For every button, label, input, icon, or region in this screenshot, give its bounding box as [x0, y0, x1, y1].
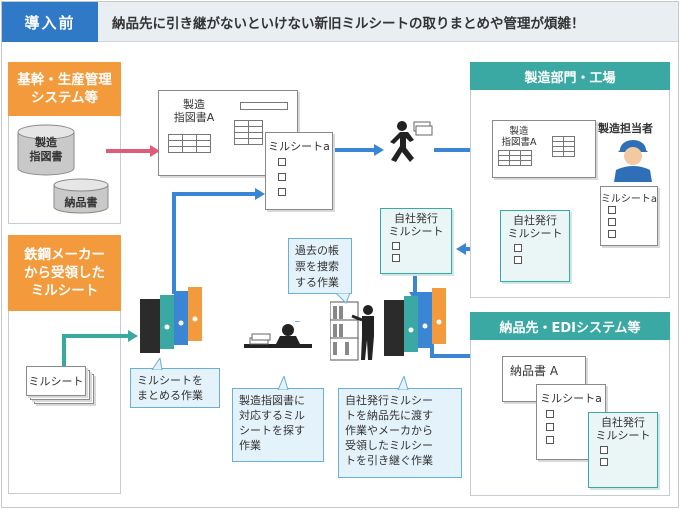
svg-text:~: ~ [294, 318, 301, 326]
factory-mill-sheet-a-label: ミルシートa [600, 194, 658, 205]
db-invoice-label: 納品書 [64, 196, 98, 209]
self-mill-sheet-chain [392, 242, 400, 266]
order-doc-field [240, 102, 288, 110]
note-search-match: 製造指図書に 対応するミル シートを探す 作業 [232, 388, 324, 462]
mill-sheet-a-label: ミルシートa [268, 140, 330, 153]
mill-sheet-doc: ミルシート [26, 366, 86, 396]
delivery-self-mill-sheet-doc [588, 412, 658, 488]
desk-worker-icon: ~ [244, 318, 312, 348]
header-bar [2, 2, 678, 42]
binders-icon [140, 287, 202, 353]
factory-order-doc [492, 120, 596, 178]
factory-self-mill-sheet-label: 自社発行 ミルシート [507, 214, 563, 240]
order-doc-table [234, 120, 263, 145]
factory-worker-icon [614, 140, 652, 182]
factory-self-mill-sheet-chain [514, 244, 522, 268]
note-pointer [397, 376, 409, 390]
order-doc-label: 製造 指図書A [173, 98, 215, 124]
steel-maker-title: 鉄鋼メーカー から受領した ミルシート [8, 235, 121, 311]
factory-mill-sheet-a-chain [608, 206, 616, 242]
note-pointer [336, 293, 351, 304]
shelf-searcher-icon [330, 301, 374, 361]
note-past-search: 過去の帳 票を捜索 する作業 [288, 238, 352, 294]
delivery-mill-sheet-a-chain [546, 410, 554, 449]
mill-sheet-a-doc [265, 132, 333, 210]
database-icon [17, 124, 75, 176]
delivery-mill-sheet-a-label: ミルシートa [540, 392, 602, 405]
factory-self-mill-sheet-doc [500, 210, 570, 282]
db-order-label: 製造 指図書 [29, 136, 63, 163]
factory-order-doc-table [498, 150, 532, 166]
note-handover: 自社発行ミルシー トを納品先に渡す 作業やメーカから 受領したミルシー トを引き… [338, 388, 462, 478]
header-label: 導入前 [2, 2, 98, 42]
factory-person-label: 製造担当者 [598, 122, 653, 135]
running-person-icon [390, 121, 433, 162]
header-text: 納品先に引き継がないといけない新旧ミルシートの取りまとめや管理が煩雑！ [112, 16, 585, 32]
note-pointer [151, 358, 163, 370]
mill-sheet-a-chain [278, 158, 286, 203]
delivery-title: 納品先・EDIシステム等 [470, 312, 670, 340]
factory-order-doc-label: 製造 指図書A [501, 126, 537, 148]
self-mill-sheet-doc [380, 208, 452, 274]
note-gather: ミルシートを まとめる作業 [130, 368, 220, 408]
core-system-title: 基幹・生産管理 システム等 [8, 62, 121, 116]
database-icon [53, 178, 109, 214]
delivery-self-mill-sheet-chain [600, 446, 608, 470]
delivery-invoice-label: 納品書 A [510, 364, 559, 378]
factory-order-doc-table [552, 136, 575, 157]
delivery-self-mill-sheet-label: 自社発行 ミルシート [595, 416, 651, 442]
order-doc-table [168, 134, 211, 153]
note-pointer [277, 376, 289, 390]
binders-icon [384, 288, 446, 356]
factory-title: 製造部門・工場 [470, 62, 670, 90]
self-mill-sheet-label: 自社発行 ミルシート [388, 212, 444, 238]
